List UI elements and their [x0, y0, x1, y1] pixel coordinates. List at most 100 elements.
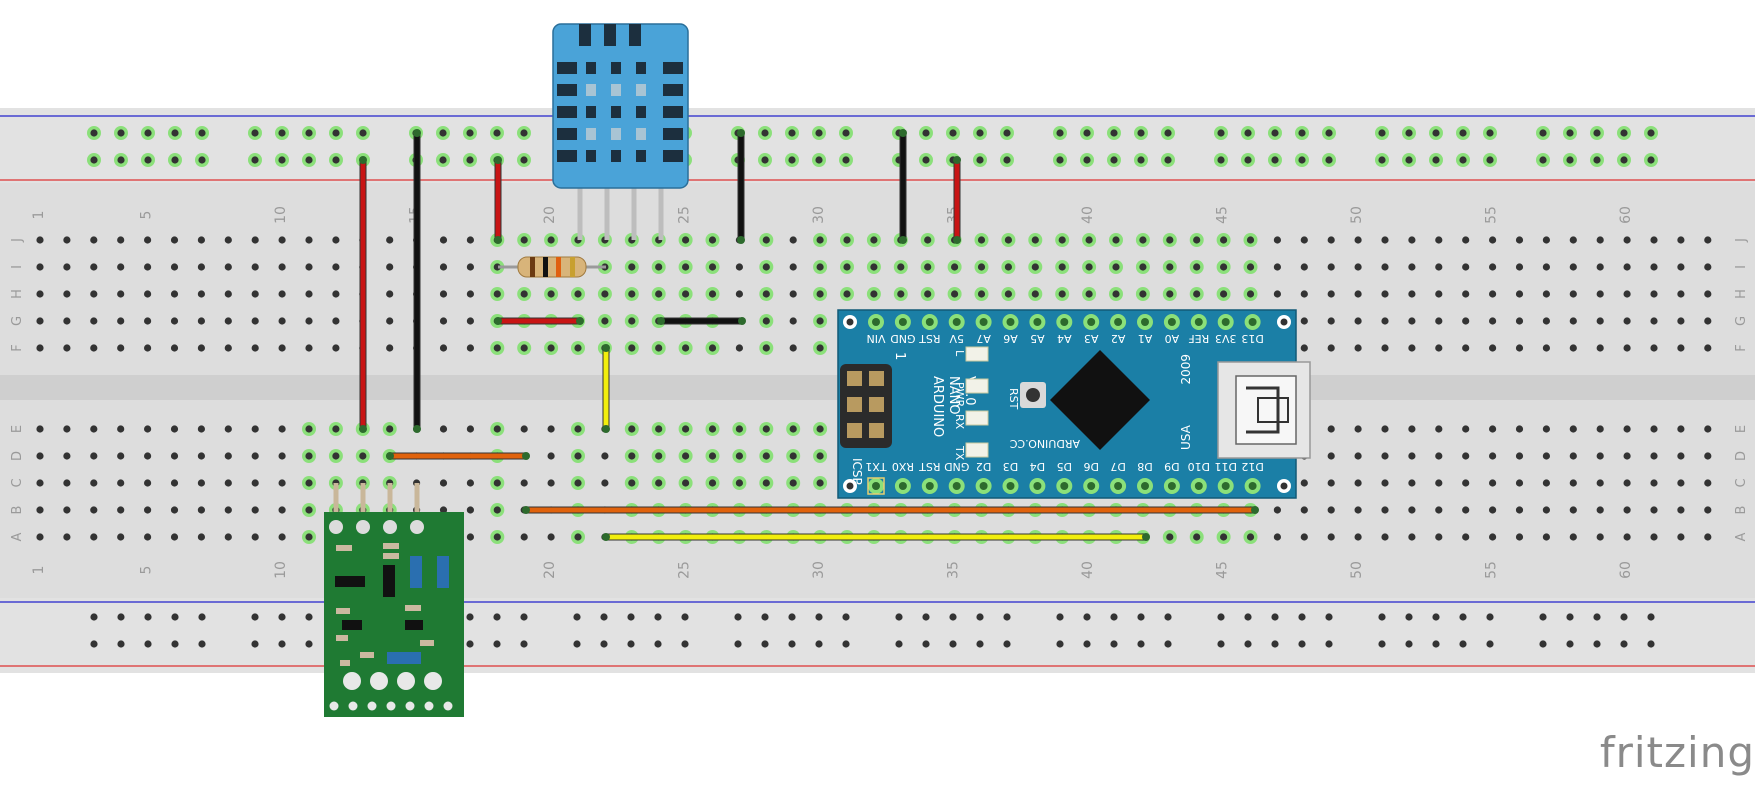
rail-hole	[1298, 640, 1306, 648]
rail-hole	[600, 640, 608, 648]
arduino-pin-hole	[898, 318, 907, 326]
hole	[708, 452, 717, 460]
hole	[816, 317, 824, 325]
hole	[816, 236, 824, 244]
hole	[1596, 452, 1604, 460]
hole	[520, 533, 528, 541]
rail-hole	[1244, 640, 1252, 648]
hole	[1381, 290, 1389, 298]
hole	[1273, 263, 1281, 271]
hole	[708, 479, 717, 487]
arduino-bottom-pin-label: D5	[1057, 460, 1072, 473]
row-letter-left: B	[10, 506, 25, 515]
hole	[63, 425, 71, 433]
rail-hole	[1620, 640, 1628, 648]
arduino-top-pin-label: A4	[1057, 332, 1072, 345]
rail-hole	[627, 613, 635, 621]
icsp-pin	[847, 423, 862, 438]
hole	[251, 506, 259, 514]
hole	[1300, 290, 1308, 298]
rail-hole	[788, 613, 796, 621]
hole	[1112, 236, 1120, 244]
hole	[843, 236, 851, 244]
hole	[1354, 479, 1362, 487]
hole	[439, 290, 448, 298]
rail-hole	[1459, 129, 1467, 137]
rail-hole	[976, 613, 984, 621]
hole	[439, 236, 448, 244]
hole	[439, 263, 448, 271]
rail-hole	[332, 156, 340, 164]
hole	[1489, 425, 1497, 433]
sensor-vent	[611, 62, 621, 74]
arduino-bottom-pin-label: TX1	[865, 460, 887, 473]
icsp-label: ICSP	[850, 458, 864, 485]
hole	[36, 452, 44, 460]
arduino-pin-hole	[1033, 318, 1042, 326]
rail-hole	[1164, 640, 1172, 648]
module-hole	[386, 701, 396, 711]
rail-hole	[305, 156, 313, 164]
rail-hole	[359, 129, 367, 137]
hole	[1569, 533, 1577, 541]
hole	[1542, 479, 1550, 487]
hole	[36, 344, 44, 352]
hole	[1246, 236, 1255, 244]
hole	[197, 317, 205, 325]
sensor-vent	[586, 84, 596, 96]
rail-hole	[1486, 640, 1494, 648]
hole	[1569, 452, 1577, 460]
hole	[1489, 452, 1497, 460]
rail-hole	[1083, 613, 1091, 621]
orange-wire-end	[1251, 506, 1259, 514]
rail-hole	[305, 640, 313, 648]
rail-hole	[1110, 613, 1118, 621]
rail-hole	[278, 613, 286, 621]
hole	[1112, 290, 1120, 298]
hole	[1408, 425, 1416, 433]
hole	[1677, 317, 1685, 325]
rail-hole	[815, 129, 823, 137]
rail-hole	[1244, 613, 1252, 621]
hole	[63, 344, 71, 352]
hole	[386, 344, 394, 352]
hole	[628, 425, 636, 433]
hole	[170, 506, 179, 514]
hole	[117, 236, 125, 244]
top-components: VINTX1GNDRX0RSTRST5VGNDA7D2A6D3A5D4A4D5A…	[837, 309, 1311, 499]
hole	[1300, 236, 1308, 244]
rail-hole	[332, 129, 340, 137]
black-wire-end	[657, 317, 665, 325]
arduino-bottom-pin-label: D11	[1214, 460, 1236, 473]
black-wire-end	[737, 129, 745, 137]
black-wire-end	[413, 425, 421, 433]
hole	[870, 290, 878, 298]
hole	[762, 344, 770, 352]
hole	[1569, 263, 1577, 271]
row-letter-right: H	[1734, 289, 1749, 299]
hole	[1327, 344, 1335, 352]
red-wire-end	[576, 317, 584, 325]
arduino-pin-hole	[925, 482, 934, 490]
hole	[278, 452, 286, 460]
hole	[1085, 290, 1093, 298]
module-pin-pad	[329, 520, 343, 534]
rail-hole	[1003, 129, 1011, 137]
rail-hole	[520, 156, 528, 164]
hole	[197, 344, 205, 352]
rail-hole	[654, 640, 662, 648]
sensor-vent	[586, 150, 596, 162]
hole	[224, 533, 232, 541]
hole	[1623, 479, 1631, 487]
hole	[1220, 533, 1228, 541]
rail-hole	[90, 156, 98, 164]
column-number-bottom: 20	[542, 561, 558, 579]
column-number-top: 1	[31, 211, 47, 220]
hole	[1354, 317, 1362, 325]
hole	[520, 236, 528, 244]
hole	[1677, 533, 1685, 541]
hole	[1220, 236, 1228, 244]
hole	[63, 533, 71, 541]
hole	[1489, 263, 1497, 271]
arduino-top-pin-label: 5V	[949, 332, 964, 345]
